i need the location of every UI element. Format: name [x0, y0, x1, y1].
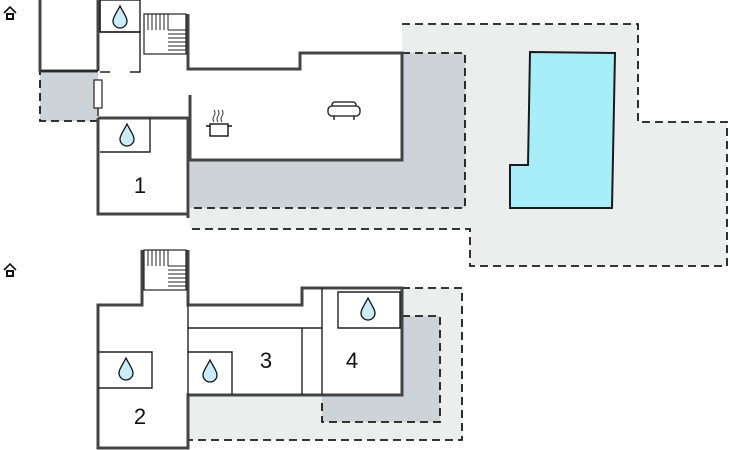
terrace-outline	[188, 287, 463, 441]
home-icon	[3, 5, 17, 20]
side-terrace-outline	[39, 71, 98, 122]
lower-floor: 2 3 4	[3, 249, 463, 450]
kitchen-pot-icon	[206, 109, 232, 137]
water-drop-icon	[360, 296, 376, 321]
lower-outer-wall	[96, 250, 404, 450]
terrace-outline	[190, 23, 728, 267]
home-icon	[3, 262, 17, 277]
stairs-icon	[143, 13, 187, 55]
room-number: 1	[134, 173, 146, 198]
side-terrace	[40, 71, 98, 121]
lower-inner-walls	[98, 288, 401, 395]
room-1-wall	[96, 116, 190, 218]
terrace-dark	[190, 53, 465, 208]
bathroom-top	[99, 0, 141, 33]
pool	[509, 50, 617, 209]
sofa-icon	[327, 101, 361, 120]
room-number: 3	[260, 348, 272, 373]
room-number: 2	[134, 404, 146, 429]
terrace-dark-outline	[190, 52, 466, 209]
terrace-dark-outline	[321, 315, 441, 423]
window-marker	[93, 79, 103, 109]
water-drop-icon	[112, 4, 128, 29]
water-drop-icon	[202, 358, 218, 383]
water-drop-icon	[119, 122, 135, 147]
upper-floor: 1	[3, 0, 728, 267]
terrace-dark	[322, 316, 440, 422]
stairs-icon	[143, 249, 187, 291]
room-number: 4	[346, 348, 358, 373]
water-drop-icon	[118, 356, 134, 381]
